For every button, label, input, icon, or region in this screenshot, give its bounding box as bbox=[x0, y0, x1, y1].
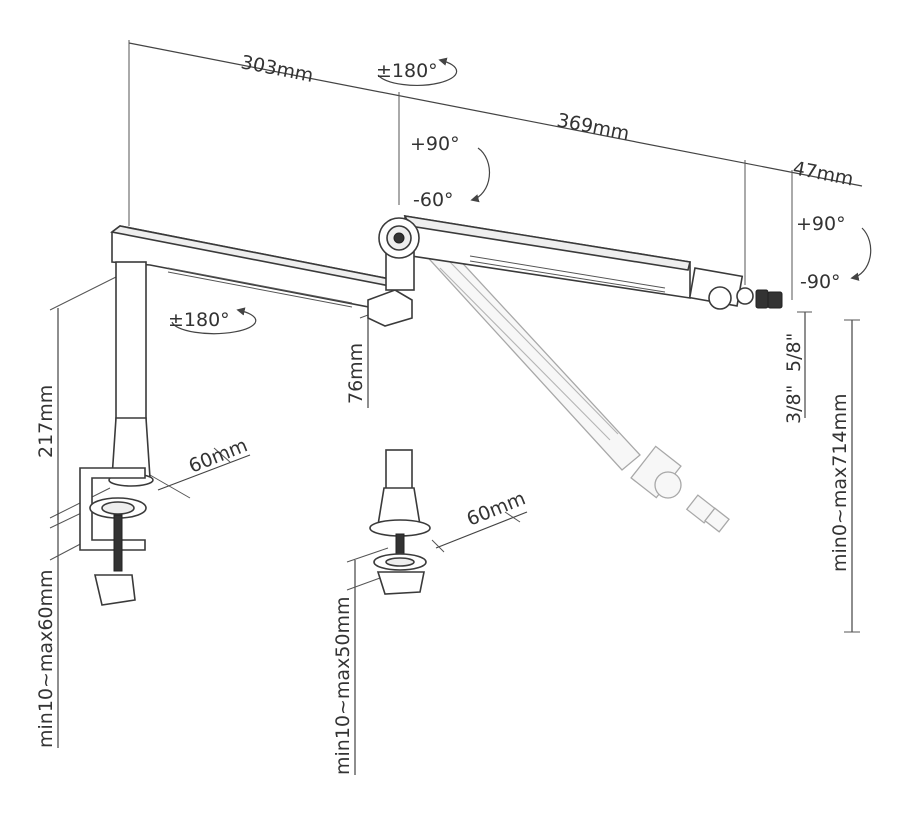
rotation-arrows bbox=[171, 57, 872, 335]
lower-arm bbox=[110, 225, 413, 327]
grommet-mount bbox=[369, 449, 431, 595]
end-tilt-up-label: +90° bbox=[796, 213, 846, 235]
arm-upper-length-label: 369mm bbox=[555, 109, 631, 145]
thread-small-label: 3/8" bbox=[783, 385, 805, 424]
pole-height-label: 217mm bbox=[35, 385, 57, 458]
base-rotation-label: ±180° bbox=[168, 309, 230, 331]
end-tilt-down-label: -90° bbox=[800, 271, 841, 293]
arm-lower-length-label: 303mm bbox=[239, 51, 315, 87]
height-range-label: min0~max714mm bbox=[829, 393, 851, 572]
clamp-thickness-label: min10~max60mm bbox=[35, 569, 57, 748]
upper-arm bbox=[378, 214, 783, 310]
clamp-base-diameter-label: 60mm bbox=[186, 434, 251, 477]
dimension-lines bbox=[49, 40, 863, 775]
joint-tilt-down-label: -60° bbox=[413, 189, 454, 211]
joint-tilt-up-label: +90° bbox=[410, 133, 460, 155]
end-offset-label: 47mm bbox=[791, 157, 855, 190]
ghost-arm bbox=[408, 227, 730, 533]
grommet-thickness-label: min10~max50mm bbox=[332, 596, 354, 775]
joint-drop-label: 76mm bbox=[345, 343, 367, 404]
pole-and-clamp bbox=[79, 261, 154, 606]
labels: 303mm 369mm 47mm ±180° +90° -60° +90° -9… bbox=[35, 51, 855, 775]
top-rotation-label: ±180° bbox=[376, 60, 438, 82]
thread-large-label: 5/8" bbox=[783, 333, 805, 372]
